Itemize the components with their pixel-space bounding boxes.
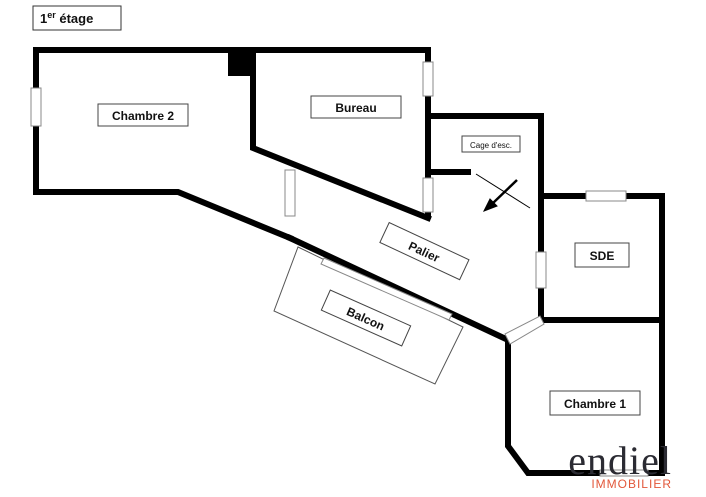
svg-text:Bureau: Bureau [335,101,376,115]
room-label-bureau: Bureau [310,95,402,119]
window-chambre1-bottom [599,469,649,477]
window-cage-right [422,177,434,213]
window-chambre2-left [30,87,42,127]
column [228,50,256,76]
room-label-chambre1: Chambre 1 [549,390,641,416]
room-label-cage: Cage d'esc. [461,135,521,153]
window-sde-top [585,190,627,202]
room-label-sde: SDE [574,242,630,268]
room-label-chambre2: Chambre 2 [97,103,189,127]
svg-text:Cage d'esc.: Cage d'esc. [470,141,512,150]
stair-arrow-icon [475,173,531,212]
floor-label-sup: er [47,10,56,20]
floor-label: 1er étage [32,5,122,31]
floor-label-main: 1 [40,11,47,26]
room-label-balcon: Balcon [320,289,412,347]
svg-text:1er étage: 1er étage [40,10,93,26]
window-palier-left [284,169,296,217]
room-label-palier: Palier [379,221,470,281]
door-chambre1 [504,315,545,345]
window-bureau-right [422,61,434,97]
brand-name: endiel [568,438,672,483]
svg-text:Chambre 2: Chambre 2 [112,109,174,123]
brand-logo: endiel IMMOBILIER [568,438,672,492]
brand-tagline: IMMOBILIER [591,477,672,491]
balcony-door [320,257,453,321]
svg-text:Chambre 1: Chambre 1 [564,397,626,411]
svg-text:SDE: SDE [590,249,615,263]
window-sde-left [535,251,547,289]
floor-label-rest: étage [56,11,94,26]
windows [30,61,649,477]
